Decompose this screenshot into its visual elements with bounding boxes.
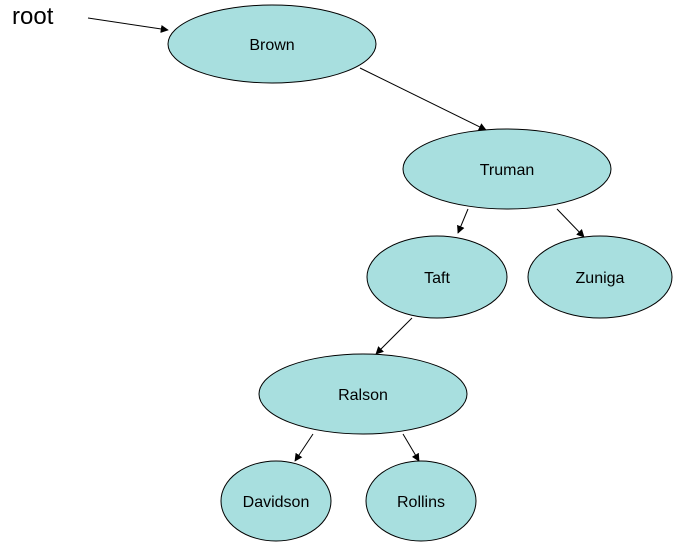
node-ralson: Ralson [258,353,468,435]
node-zuniga-shape [527,235,673,319]
edge-ralson-rollins [402,433,420,462]
node-davidson-shape [220,460,332,542]
node-brown-label: Brown [249,37,294,54]
root-label: root [12,3,54,30]
node-truman: Truman [402,128,612,210]
node-ralson-label: Ralson [338,387,388,404]
node-rollins: Rollins [365,460,477,542]
node-truman-shape [402,128,612,210]
node-truman-label: Truman [480,162,535,179]
edge-ralson-davidson [294,433,314,462]
node-taft-label: Taft [424,270,450,287]
node-brown-shape [167,4,377,84]
edge-truman-taft [457,208,469,234]
node-davidson: Davidson [220,460,332,542]
node-brown: Brown [167,4,377,84]
node-zuniga-label: Zuniga [576,270,625,287]
edge-taft-ralson [375,317,413,355]
node-rollins-label: Rollins [397,494,445,511]
node-davidson-label: Davidson [243,494,310,511]
node-taft: Taft [366,235,508,319]
edge-brown-truman [359,67,487,131]
node-taft-shape [366,235,508,319]
edge-truman-zuniga [556,208,585,238]
node-ralson-shape [258,353,468,435]
edge-root-brown [87,17,169,33]
node-rollins-shape [365,460,477,542]
node-zuniga: Zuniga [527,235,673,319]
